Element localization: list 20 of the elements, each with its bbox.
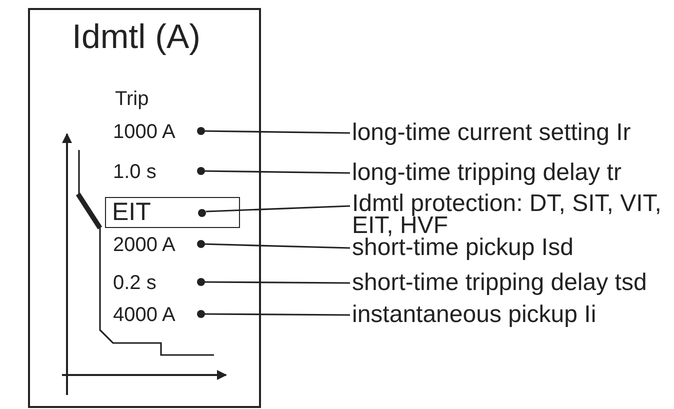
selected-curve-box: EIT [105, 197, 240, 228]
panel-heading: Idmtl (A) [72, 18, 200, 57]
setting-description: short-time tripping delay tsd [352, 270, 672, 296]
setting-description: short-time pickup Isd [352, 236, 672, 260]
leader-line [202, 130, 350, 134]
setting-value: 1000 A [113, 120, 205, 144]
display-panel [28, 8, 261, 408]
setting-value: 2000 A [113, 233, 205, 257]
leader-line [202, 243, 350, 249]
setting-value: 0.2 s [113, 271, 205, 295]
trip-heading: Trip [115, 88, 149, 111]
leader-line [206, 205, 350, 212]
setting-description: long-time tripping delay tr [352, 160, 672, 186]
leader-line [202, 170, 350, 174]
setting-description: instantaneous pickup Ii [352, 302, 672, 328]
leader-line [203, 281, 350, 284]
setting-value: 1.0 s [113, 160, 205, 184]
setting-description: long-time current setting Ir [352, 120, 672, 146]
setting-value: 4000 A [113, 303, 205, 327]
leader-line [203, 313, 350, 316]
